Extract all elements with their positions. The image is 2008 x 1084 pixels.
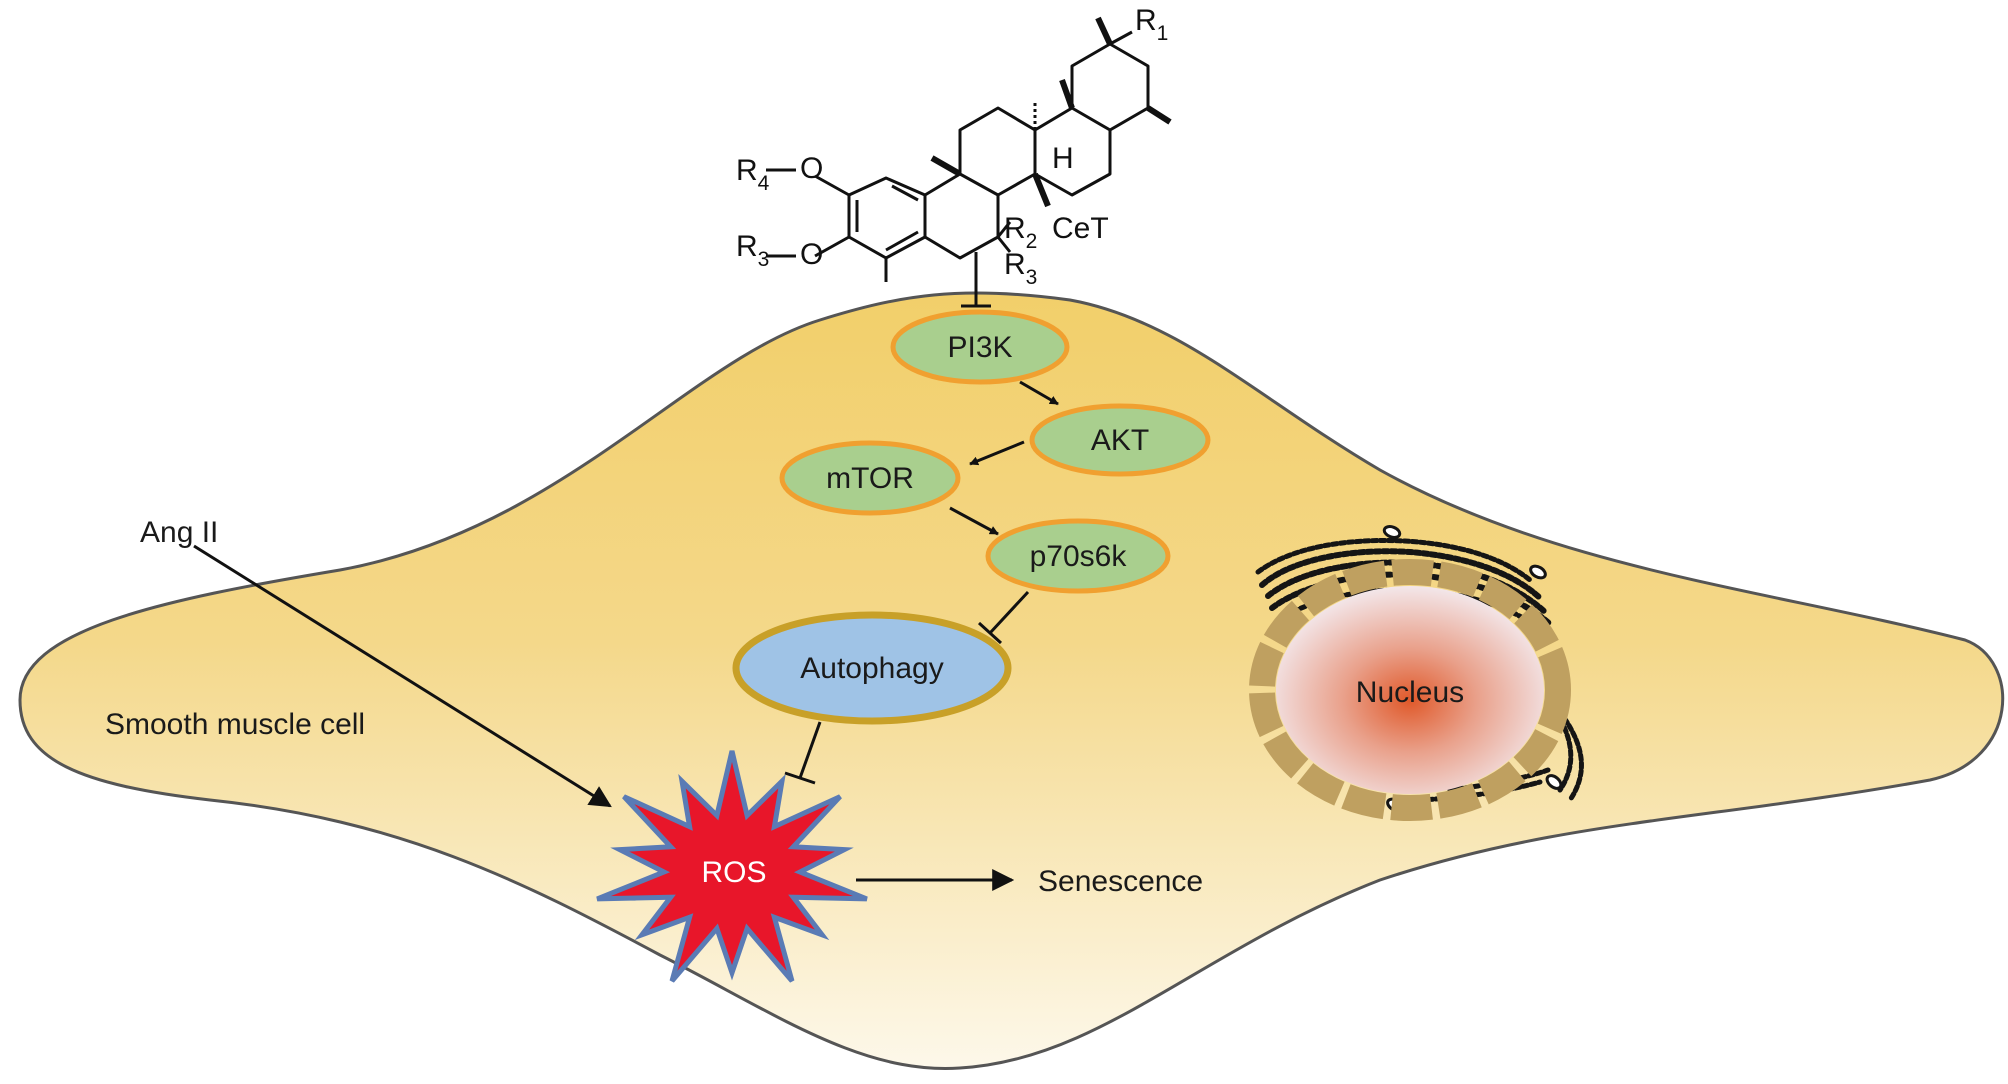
r4-label: R4 bbox=[736, 154, 770, 195]
ros-label: ROS bbox=[701, 856, 766, 889]
akt-label: AKT bbox=[1091, 424, 1149, 457]
autophagy-label: Autophagy bbox=[800, 652, 943, 685]
cet-structure bbox=[766, 16, 1172, 282]
ros-star-shape bbox=[596, 750, 868, 983]
arrow-mtor-p70s6k bbox=[949, 506, 999, 536]
node-autophagy: Autophagy bbox=[732, 611, 1012, 725]
r2-label: R2 bbox=[1004, 212, 1037, 253]
node-akt: AKT bbox=[1029, 403, 1211, 477]
smooth-muscle-cell-body bbox=[18, 291, 2005, 1071]
oxygen-top: O bbox=[800, 152, 823, 185]
arrow-pi3k-akt bbox=[1019, 380, 1059, 406]
hydrogen-label: H bbox=[1052, 142, 1074, 175]
nucleus-label: Nucleus bbox=[1356, 676, 1464, 709]
pi3k-label: PI3K bbox=[947, 331, 1012, 364]
cet-labels: O O H R4 R3 R1 R2 R3 CeT bbox=[736, 4, 1168, 289]
r3-label-right: R3 bbox=[1004, 248, 1037, 289]
cell-label: Smooth muscle cell bbox=[105, 708, 365, 741]
senescence-label: Senescence bbox=[1038, 865, 1203, 898]
r3-label-left: R3 bbox=[736, 230, 769, 271]
r1-label: R1 bbox=[1135, 4, 1168, 45]
ros-burst: ROS bbox=[596, 750, 868, 983]
cet-name: CeT bbox=[1052, 212, 1109, 245]
mtor-label: mTOR bbox=[826, 462, 914, 495]
cet-inhibits-pi3k bbox=[961, 252, 991, 308]
node-pi3k: PI3K bbox=[890, 309, 1070, 385]
autophagy-inhibits-ros bbox=[784, 721, 822, 785]
arrow-akt-mtor bbox=[969, 440, 1025, 466]
nucleus: Nucleus bbox=[1249, 559, 1571, 821]
angii-label: Ang II bbox=[140, 516, 218, 549]
oxygen-bottom: O bbox=[800, 238, 823, 271]
node-mtor: mTOR bbox=[779, 440, 961, 516]
arrow-angii-ros bbox=[193, 544, 612, 808]
p70s6k-label: p70s6k bbox=[1030, 540, 1128, 573]
p70s6k-inhibits-autophagy bbox=[977, 590, 1030, 645]
node-p70s6k: p70s6k bbox=[985, 518, 1171, 594]
